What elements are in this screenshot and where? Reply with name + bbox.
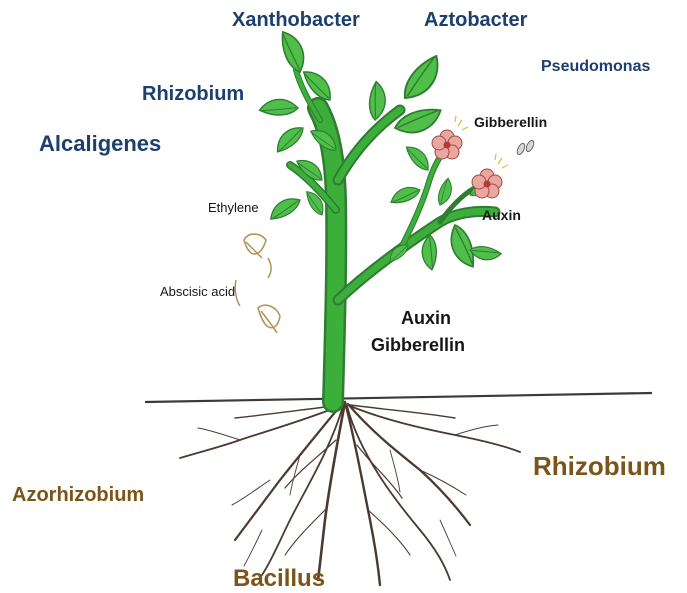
microbe-label-alcaligenes: Alcaligenes bbox=[39, 133, 161, 155]
microbe-label-rhizobium-root: Rhizobium bbox=[533, 453, 666, 479]
microbe-label-pseudomonas: Pseudomonas bbox=[541, 59, 650, 75]
falling-leaves bbox=[235, 234, 280, 333]
seed-icons bbox=[516, 139, 536, 155]
microbe-label-bacillus: Bacillus bbox=[233, 567, 325, 591]
microbe-label-aztobacter: Aztobacter bbox=[424, 10, 527, 30]
hormone-label-stem-auxin: Auxin bbox=[401, 309, 451, 327]
soil-line bbox=[145, 393, 652, 402]
microbe-label-xanthobacter: Xanthobacter bbox=[232, 10, 360, 30]
flower-top bbox=[432, 130, 462, 159]
hormone-label-gibberellin-flower: Gibberellin bbox=[474, 115, 547, 129]
hormone-label-stem-gibberellin: Gibberellin bbox=[371, 336, 465, 354]
hormone-label-auxin-branch: Auxin bbox=[482, 208, 521, 222]
leaves bbox=[259, 29, 501, 270]
hormone-label-abscisic-acid: Abscisic acid bbox=[160, 285, 235, 298]
hormone-label-ethylene: Ethylene bbox=[208, 201, 259, 214]
roots bbox=[180, 402, 520, 585]
flower-lower bbox=[472, 169, 502, 198]
microbe-label-rhizobium-upper: Rhizobium bbox=[142, 84, 244, 104]
microbe-label-azorhizobium: Azorhizobium bbox=[12, 485, 144, 505]
